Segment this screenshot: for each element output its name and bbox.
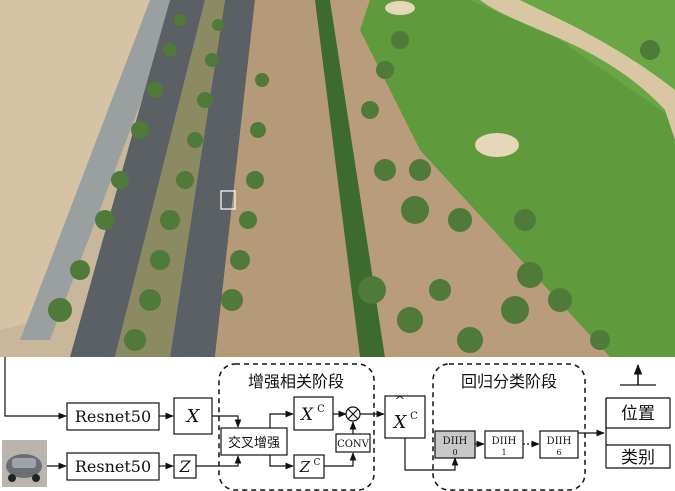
- regression-stage-title: 回归分类阶段: [461, 372, 557, 391]
- output-class-label: 类别: [621, 448, 655, 468]
- resnet50-bottom-box: [66, 452, 160, 481]
- resnet50-bottom-label: Resnet50: [75, 457, 151, 476]
- palm-trees: [48, 14, 660, 353]
- feature-xhat-base: X: [392, 412, 408, 433]
- bunker-icon: [475, 133, 519, 157]
- feature-x-label: X: [185, 406, 201, 427]
- target-bounding-box: [220, 190, 236, 210]
- feature-xhat-box: [384, 395, 426, 439]
- feature-xc-base: X: [299, 405, 314, 425]
- template-thumbnail-image: [2, 440, 47, 487]
- resnet50-top-box: [66, 402, 160, 431]
- feature-xhat-sup: C: [410, 411, 418, 422]
- diih-1-index: 1: [501, 448, 506, 457]
- feature-x-box: [173, 397, 213, 435]
- resnet50-top-label: Resnet50: [75, 407, 151, 426]
- enhance-stage-title: 增强相关阶段: [248, 372, 344, 391]
- enhance-correlation-stage-frame: [218, 363, 375, 491]
- aerial-scene-image: [0, 0, 675, 357]
- feature-z-label: Z: [178, 457, 191, 476]
- diih-6-index: 6: [556, 448, 561, 457]
- cross-enhance-box: [220, 427, 288, 456]
- output-position-label: 位置: [621, 404, 655, 424]
- cross-enhance-label: 交叉增强: [228, 435, 280, 451]
- diih-0-box: [434, 430, 476, 459]
- conv-label: CONV: [337, 439, 370, 450]
- feature-xhat-accent: ^: [395, 394, 406, 409]
- diih-1-name: DIIH: [492, 436, 517, 447]
- diih-0-name: DIIH: [443, 436, 468, 447]
- regression-classification-stage-frame: [432, 363, 586, 491]
- feature-xc-box: [293, 396, 334, 431]
- feature-xc-sup: C: [317, 404, 325, 415]
- diih-0-index: 0: [452, 448, 457, 457]
- feature-zc-base: Z: [299, 458, 311, 476]
- diih-6-name: DIIH: [547, 436, 572, 447]
- diih-6-box: [539, 430, 579, 459]
- feature-zc-sup: C: [314, 458, 321, 468]
